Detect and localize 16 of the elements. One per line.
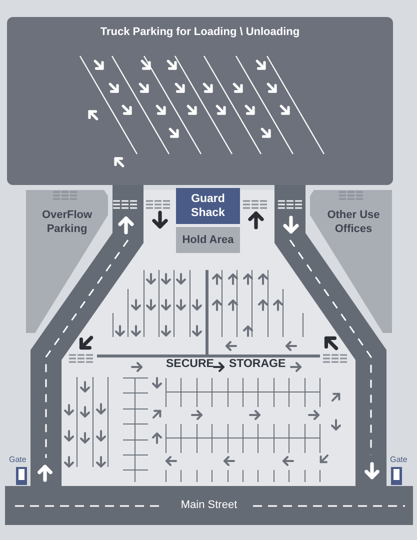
gate-label: Gate [9, 456, 26, 464]
parking-area [26, 190, 108, 333]
hold-area [176, 227, 240, 253]
area-label: OverFlow Parking [40, 208, 94, 236]
street-name: Main Street [180, 498, 238, 514]
gate-label: Gate [390, 456, 408, 464]
guard-shack [176, 188, 240, 224]
main-street-road [5, 486, 413, 525]
area-label: SECURE [166, 359, 214, 370]
area-label: Other Use Offices [326, 208, 381, 236]
parking-area [309, 190, 392, 333]
area-label: Hold Area [182, 232, 234, 248]
building-label: Guard Shack [190, 192, 226, 220]
truck-parking-lot [7, 17, 393, 185]
area-title: Truck Parking for Loading \ Unloading [100, 26, 300, 40]
area-label: STORAGE [229, 359, 286, 370]
